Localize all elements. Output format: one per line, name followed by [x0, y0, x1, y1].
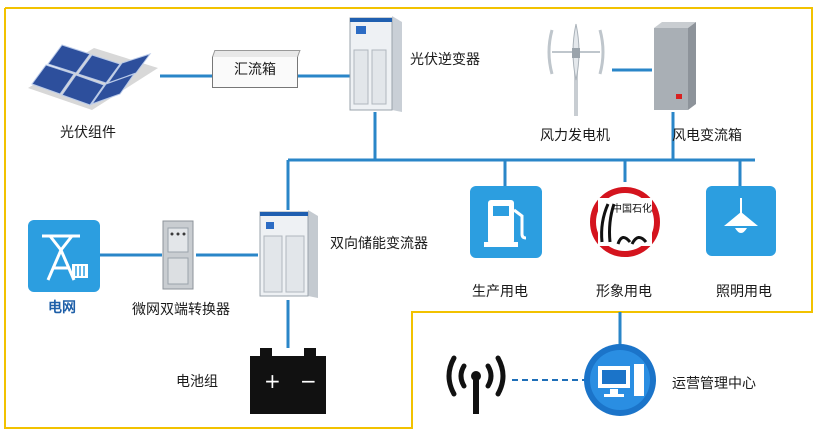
computer-icon: [584, 344, 656, 416]
wireless-antenna-icon: [440, 346, 512, 418]
image-power-label: 形象用电: [596, 284, 652, 300]
lighting-power-label: 照明用电: [716, 284, 772, 300]
battery-icon: + −: [250, 348, 326, 414]
ops-center-label: 运营管理中心: [672, 376, 756, 392]
solar-panel-icon: [28, 44, 158, 110]
brand-logo-icon: 中国石化: [590, 187, 660, 257]
system-boundary: [4, 7, 813, 429]
logo-text: 中国石化: [612, 202, 652, 215]
pcs-cabinet-icon: [259, 210, 318, 298]
image-power-tile: 中国石化: [588, 182, 662, 260]
combiner-box-top: [212, 50, 301, 57]
wind-turbine-icon: [547, 23, 605, 116]
lighting-power-tile: [706, 186, 776, 256]
inverter-cabinet-icon: [349, 16, 402, 112]
production-power-label: 生产用电: [472, 284, 528, 300]
pv-inverter-label: 光伏逆变器: [410, 52, 480, 68]
combiner-box-label: 汇流箱: [234, 62, 276, 78]
wind-combiner-label: 风电变流箱: [672, 128, 742, 144]
wind-turbine-label: 风力发电机: [540, 128, 610, 144]
wind-cabinet-icon: [654, 22, 696, 110]
bidirectional-pcs-label: 双向储能变流器: [330, 236, 428, 252]
microgrid-switch-label: 微网双端转换器: [132, 302, 230, 318]
switch-cabinet-icon: [162, 220, 194, 290]
battery-minus: −: [300, 369, 317, 393]
grid-label: 电网: [48, 300, 76, 316]
fuel-pump-icon: [484, 200, 527, 247]
power-tower-icon: [42, 234, 88, 281]
pendant-lamp-icon: [724, 198, 758, 233]
combiner-box: 汇流箱: [212, 56, 298, 88]
grid-tile: [28, 220, 100, 292]
battery-plus: +: [264, 369, 281, 393]
battery-label: 电池组: [176, 374, 218, 390]
pv-module-label: 光伏组件: [60, 125, 116, 141]
production-power-tile: [470, 186, 542, 258]
